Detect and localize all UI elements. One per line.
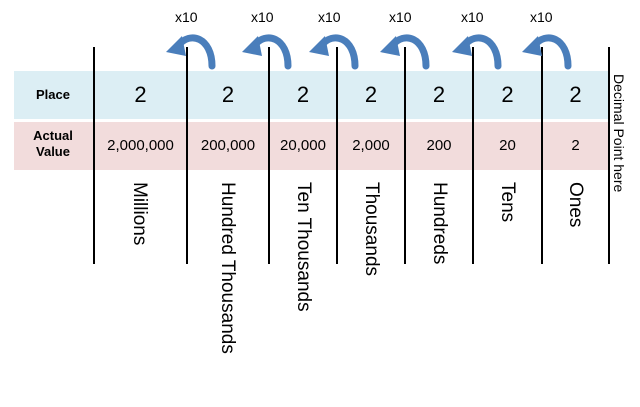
place-digit-millions: 2 <box>134 82 147 107</box>
column-name-millions: Millions <box>129 182 150 246</box>
column-name-ones: Ones <box>565 182 586 228</box>
column-divider <box>268 47 270 264</box>
column-divider <box>404 47 406 264</box>
column-name-ten-thousands: Ten Thousands <box>293 182 314 312</box>
place-row-band <box>14 71 610 119</box>
actual-value-row-label: Actual Value <box>14 128 92 160</box>
decimal-divider <box>608 47 610 264</box>
column-divider <box>93 47 95 264</box>
multiplier-label: x10 <box>461 9 484 25</box>
actual-value-ten-thousands: 20,000 <box>280 137 326 154</box>
column-name-thousands: Thousands <box>361 182 382 277</box>
place-digit-thousands: 2 <box>364 82 378 107</box>
multiplier-label: x10 <box>318 9 341 25</box>
actual-value-thousands: 2,000 <box>352 137 390 154</box>
column-divider <box>472 47 474 264</box>
actual-value-row-band <box>14 122 610 170</box>
column-name-hundreds: Hundreds <box>429 182 450 265</box>
multiplier-label: x10 <box>530 9 553 25</box>
decimal-point-note: Decimal Point here <box>611 74 627 193</box>
place-digit-ones: 2 <box>569 82 582 107</box>
curved-arrow-left-icon <box>452 34 502 70</box>
actual-value-tens: 20 <box>499 137 516 154</box>
multiplier-label: x10 <box>251 9 274 25</box>
actual-value-hundreds: 200 <box>426 137 452 154</box>
curved-arrow-left-icon <box>242 34 292 70</box>
column-divider <box>336 47 338 264</box>
column-divider <box>186 47 188 264</box>
column-divider <box>541 47 543 264</box>
multiplier-label: x10 <box>175 9 198 25</box>
curved-arrow-left-icon <box>522 34 572 70</box>
actual-value-millions: 2,000,000 <box>107 137 174 154</box>
column-name-tens: Tens <box>497 182 518 223</box>
place-digit-ten-thousands: 2 <box>296 82 310 107</box>
multiplier-label: x10 <box>389 9 412 25</box>
place-row-label: Place <box>36 87 70 102</box>
place-digit-hundred-thousands: 2 <box>221 82 235 107</box>
place-digit-hundreds: 2 <box>432 82 446 107</box>
curved-arrow-left-icon <box>309 34 359 70</box>
curved-arrow-left-icon <box>166 34 216 70</box>
actual-value-label-line1: Actual <box>33 128 73 143</box>
actual-value-ones: 2 <box>571 137 580 154</box>
actual-value-label-line2: Value <box>36 144 70 159</box>
place-digit-tens: 2 <box>501 82 514 107</box>
column-name-hundred-thousands: Hundred Thousands <box>217 182 238 354</box>
curved-arrow-left-icon <box>380 34 430 70</box>
actual-value-hundred-thousands: 200,000 <box>200 137 256 154</box>
